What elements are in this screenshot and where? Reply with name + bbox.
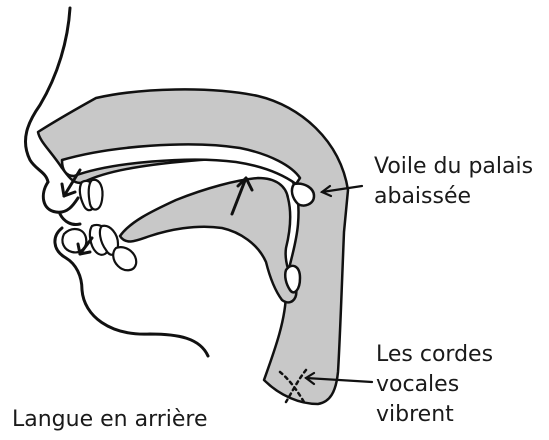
label-cords-line-1: Les cordes — [376, 340, 493, 370]
label-cords-line-3: vibrent — [376, 400, 493, 430]
label-tongue-back: Langue en arrière — [12, 405, 208, 435]
label-velum-line-1: Voile du palais — [374, 152, 533, 182]
nostril — [43, 182, 78, 212]
tongue-tip — [113, 247, 136, 270]
velum-lowered — [292, 184, 314, 206]
label-cords-line-2: vocales — [376, 370, 493, 400]
upper-incisor — [89, 180, 103, 210]
label-velum-lowered: Voile du palais abaissée — [374, 152, 533, 212]
tongue-oral-cavity — [120, 178, 296, 302]
upper-lip — [60, 214, 80, 225]
label-velum-line-2: abaissée — [374, 182, 533, 212]
label-vocal-cords: Les cordes vocales vibrent — [376, 340, 493, 430]
